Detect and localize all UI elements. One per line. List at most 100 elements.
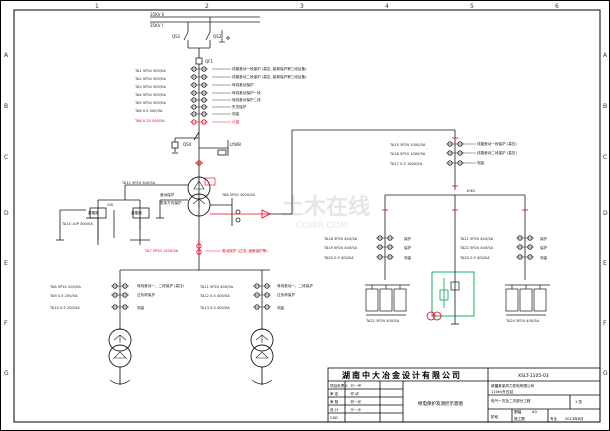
grid-number: 5 [470,3,474,10]
grid-number: 1 [95,3,99,10]
switch-label: QS2 [213,34,222,39]
title-block [327,367,601,423]
ct-label: TA16 5P20 1000/5A [389,152,426,156]
ct-label: TA22 5P20 400/5A [365,319,400,323]
tb-label: 专业 [550,416,558,421]
ct-red [195,160,203,166]
protection-note: 计量 [232,119,240,124]
station-service-unit [426,265,475,325]
tb-label: 审 核 [330,399,339,404]
ct-label: TA6 0.5 500/5A [134,109,163,113]
box-label: 避雷器 [88,210,99,215]
grid-number: 3 [300,3,304,10]
grid-letter: B [603,103,607,110]
bus-label: 35KV Ⅰ [150,23,163,28]
lower-mid-unit [250,328,274,385]
grid-letter: F [603,320,607,327]
watermark: 土木在线 COI88.COM [282,194,370,231]
bus-label: 10KV [466,189,476,193]
tb-signature: 郭 诚 [350,391,360,396]
protection-note: 线路差动一段保护 (高压) [477,141,517,146]
grid-letter: B [4,103,8,110]
grid-letter: A [603,52,608,59]
grid-number: 2 [205,3,209,10]
tb-value: 施工图 [514,416,525,421]
cabinet-group-left [365,284,410,316]
tb-label: 图幅 [514,409,522,414]
protection-note: 测量 [277,305,285,310]
project-line: 新疆某某风力发电有限公司 [491,383,535,388]
protection-note: 失灵保护 [232,104,247,109]
tb-label: 阶段 [491,414,499,419]
protection-note: 保护 [540,245,548,250]
ct-label: TA23 0.5 400/5A [459,256,490,260]
tb-signature: 胡一佳 [350,399,361,404]
watermark-text: 土木在线 [282,194,370,220]
protection-note: 线路差动二段保护 (高压) [477,150,517,155]
mid-label: 零序方向保护 [160,200,182,205]
project-line: 电气一次及二次部分工程 [491,398,531,403]
grid-letter: F [4,320,8,327]
breaker [195,57,203,65]
ct-label: TA17 0.5 1000/5A [389,162,423,166]
grid-letter: G [4,370,9,377]
main-transformer [187,176,211,217]
grid-number: 6 [555,3,559,10]
drawing-title: 继电保护及测控示意图 [418,400,463,407]
company-name: 湖南中大冶金设计有限公司 [342,370,462,380]
grid-letter: E [603,260,607,267]
grid-letter: D [603,210,608,217]
protection-note: 过负荷保护 [277,292,295,297]
project-line: 110kV升压站 [491,389,514,394]
tb-label: 审 定 [330,391,339,396]
ct-label: TA13 0.5 400/5A [199,306,230,310]
ct-label: TA18 5P20 400/5A [323,237,358,241]
inner-frame [13,9,601,423]
protection-note: 测量 [404,255,412,260]
protection-note: 测量 [540,255,548,260]
drawing-number: XSLT-1105-03 [518,373,549,379]
protection-note: 母线差动一、二段保护 (高压) [137,283,185,288]
sheet-count: 1 张 [575,399,582,404]
switch-label: QS4 [183,142,192,147]
ct-label: TA1 5P20 500/5A [134,69,166,73]
lv-feeder-red [210,209,271,219]
grid-letter: A [4,52,9,59]
grid-number: 4 [385,3,389,10]
switch-label: LYWB [230,142,241,147]
grid-letter: E [4,260,8,267]
tb-signature: 刘一伟 [350,383,361,388]
protection-note: 母线差动保护一段 [232,90,261,95]
ct-label: TA3 5P20 500/5A [134,85,166,89]
tb-label: 设 计 [330,407,339,412]
lower-left-unit [108,328,132,385]
mid-label: 差动保护 [160,192,175,197]
protection-note: 母线差动保护 [232,82,254,87]
protection-note: 过负荷保护 [137,292,155,297]
ct-label: TA4 5P20 500/5A [134,93,166,97]
protection-note: 线路差动二段保护 (高压, 距离保护第三段后备) [232,74,307,79]
tb-label: CAD [330,416,338,420]
protection-note: 差动保护 (过流, 速断保护等) [222,248,268,253]
protection-note: 测量 [477,160,485,165]
ct-label: TA8 5P20 200/5A [49,285,81,289]
earth-switch [219,30,230,43]
ct-label: TA2 5P20 500/5A [134,77,166,81]
tb-signature: 孙一冰 [350,407,361,412]
ct-label: TA6 0.2S 500/5A [134,119,165,123]
ct-label: TA10 0.5 200/5A [49,306,80,310]
ct-label: TA9 0.5 200/5A [49,294,78,298]
watermark-sub: COI88.COM [296,221,347,231]
grid-letter: C [603,154,607,161]
switch-label: QF1 [205,59,213,64]
protection-note: 测量 [137,305,145,310]
ct-label: TA15 5P20 1000/5A [389,143,426,147]
grid-letter: G [603,370,608,377]
protection-note: 母线差动保护二段 [232,97,261,102]
ct-label: TA11 5P20 300/5A [121,181,156,185]
tb-label: 项目负责人 [330,383,348,388]
protection-note: 保护 [404,245,412,250]
tb-value: 2013年8月 [565,416,584,421]
protection-note: 测量 [232,111,240,116]
